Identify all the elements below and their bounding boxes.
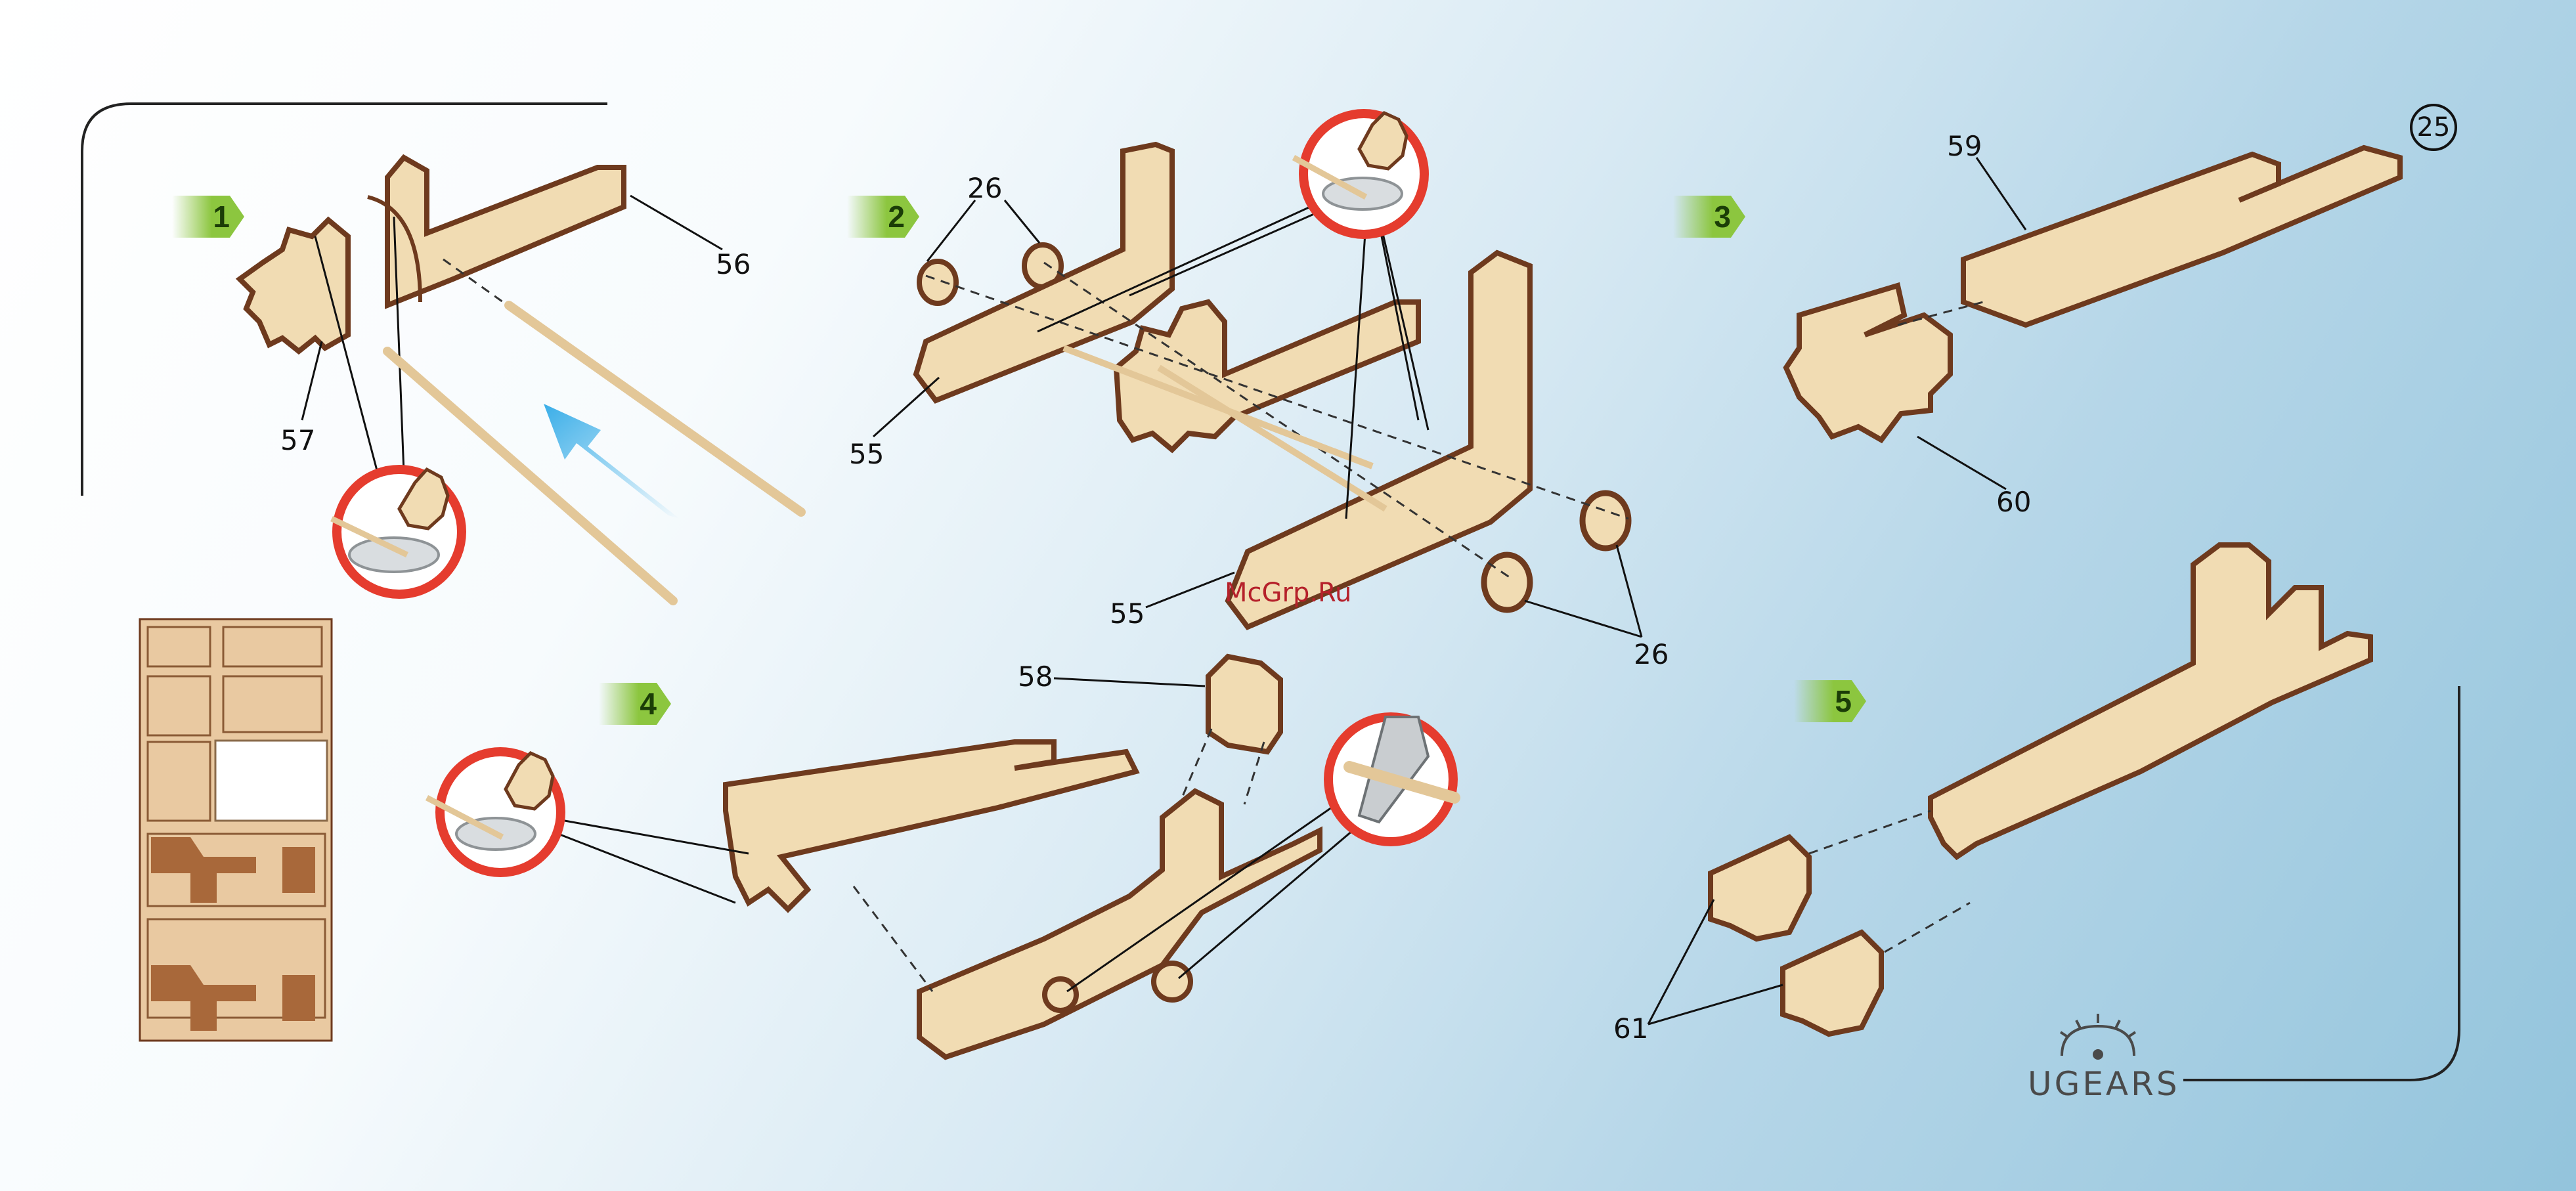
part-56-arm: [387, 158, 624, 305]
step4-parts: [558, 657, 1353, 1057]
frame-bottom-right: [2183, 686, 2459, 1080]
fork-assembly: [726, 742, 1136, 909]
step-label: 5: [1835, 683, 1852, 719]
step-label: 1: [213, 199, 230, 234]
brand-name: UGEARS: [2028, 1065, 2180, 1103]
page-number: 25: [2410, 104, 2457, 151]
washer-26-d: [1583, 493, 1628, 548]
gear-logo-icon: [2061, 1014, 2135, 1058]
parts-sheet: [140, 619, 332, 1041]
part-label-56: 56: [716, 248, 751, 280]
part-label-59: 59: [1947, 130, 1982, 162]
part-label-58: 58: [1018, 660, 1053, 693]
cutter-knife-icon: [1328, 717, 1454, 842]
glue-callout-icon: [1294, 113, 1424, 234]
base-assembly: [919, 791, 1320, 1057]
gear-part-57: [240, 220, 348, 351]
step5-parts: [1648, 545, 2370, 1034]
glue-callout-icon: [427, 752, 561, 873]
gear-part-60: [1786, 286, 1950, 440]
final-assembly: [1931, 545, 2370, 857]
step-badge-5: 5: [1794, 680, 1866, 722]
step2-parts: [916, 144, 1628, 627]
step3-parts: [1786, 148, 2400, 489]
washer-26-c: [1484, 555, 1530, 610]
part-label-60: 60: [1996, 486, 2031, 518]
step-label: 3: [1714, 199, 1731, 234]
glue-callout-icon: [332, 469, 462, 594]
step-label: 4: [640, 686, 657, 722]
watermark-text: McGrp.Ru: [1225, 578, 1351, 608]
step-badge-3: 3: [1673, 196, 1745, 238]
block-part-61-a: [1711, 837, 1809, 939]
step-badge-4: 4: [599, 683, 671, 725]
part-label-26-top: 26: [967, 172, 1002, 204]
part-label-61: 61: [1613, 1012, 1648, 1045]
washer-26-a: [919, 261, 956, 303]
block-part-61-b: [1783, 932, 1881, 1034]
block-part-58: [1208, 657, 1280, 752]
step-badge-1: 1: [172, 196, 244, 238]
part-label-26-bottom: 26: [1634, 638, 1669, 670]
part-label-57: 57: [280, 424, 315, 456]
step-label: 2: [888, 199, 905, 234]
part-label-55-bottom: 55: [1110, 597, 1145, 630]
part-label-55-top: 55: [849, 438, 884, 470]
step-badge-2: 2: [847, 196, 919, 238]
fork-part-59: [1963, 148, 2400, 325]
